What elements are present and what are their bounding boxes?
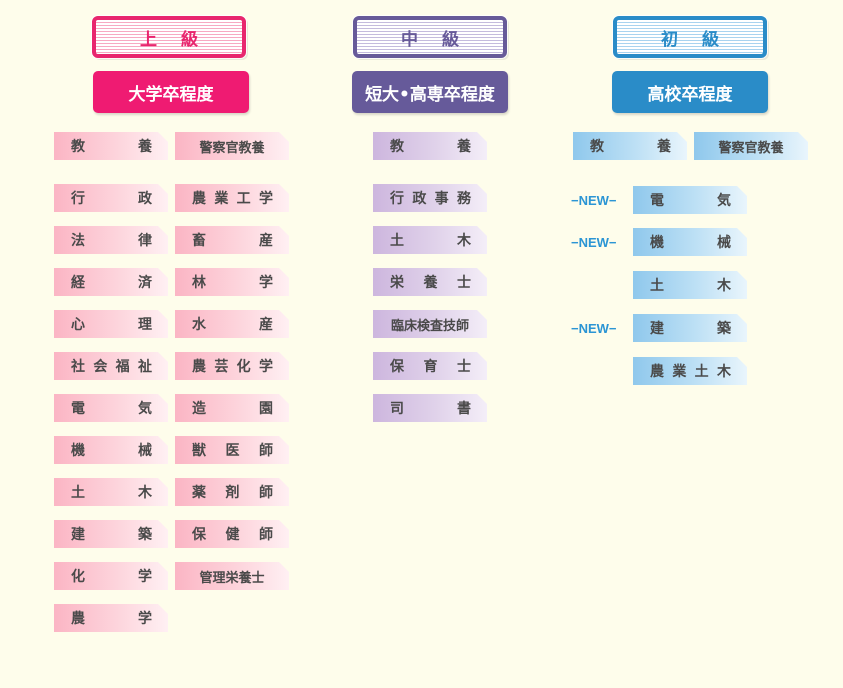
subject-tag-label: 土木: [650, 278, 731, 294]
subject-tag-label: 電気: [650, 193, 731, 209]
subject-tag: 農業土木: [633, 357, 747, 385]
new-badge: −NEW−: [571, 320, 617, 336]
level-badge-lower: 初級: [613, 16, 767, 58]
subject-tag: 社会福祉: [54, 352, 168, 380]
subject-tag-label: 教養: [590, 139, 671, 155]
subject-tag: 土木: [373, 226, 487, 254]
subject-tag-label: 造園: [192, 401, 273, 417]
subject-tag-label: 教養: [71, 139, 152, 155]
education-label-lower: 高校卒程度: [647, 84, 733, 105]
subject-tag-label: 保健師: [192, 527, 273, 543]
level-label-middle: 中級: [401, 29, 483, 50]
subject-tag-label: 畜産: [192, 233, 273, 249]
subject-tag: 保健師: [175, 520, 289, 548]
subject-tag-label: 土木: [390, 233, 471, 249]
level-label-lower: 初級: [661, 29, 743, 50]
subject-tag: 管理栄養士: [175, 562, 289, 590]
subject-tag: 臨床検査技師: [373, 310, 487, 338]
subject-tag: 行政事務: [373, 184, 487, 212]
subject-tag: 教養: [54, 132, 168, 160]
subject-tag: 水産: [175, 310, 289, 338]
subject-tag-label: 臨床検査技師: [390, 318, 469, 334]
education-label-middle: 短大•高専卒程度: [365, 84, 495, 105]
subject-tag: 農業工学: [175, 184, 289, 212]
subject-tag-label: 建築: [71, 527, 152, 543]
subject-tag: 土木: [54, 478, 168, 506]
subject-tag-label: 社会福祉: [71, 359, 152, 375]
education-badge-lower: 高校卒程度: [612, 71, 768, 113]
new-badge: −NEW−: [571, 192, 617, 208]
subject-tag-label: 薬剤師: [192, 485, 273, 501]
subject-tag-label: 林学: [192, 275, 273, 291]
subject-tag: 電気: [633, 186, 747, 214]
new-badge: −NEW−: [571, 234, 617, 250]
subject-tag-label: 保育士: [390, 359, 471, 375]
subject-tag-label: 農芸化学: [192, 359, 273, 375]
subject-tag: 化学: [54, 562, 168, 590]
subject-tag: 獣医師: [175, 436, 289, 464]
subject-tag: 機械: [54, 436, 168, 464]
subject-tag: 行政: [54, 184, 168, 212]
subject-tag-label: 教養: [390, 139, 471, 155]
subject-tag: 建築: [54, 520, 168, 548]
education-badge-middle: 短大•高専卒程度: [352, 71, 508, 113]
subject-tag: 機械: [633, 228, 747, 256]
subject-tag: 農学: [54, 604, 168, 632]
subject-tag: 畜産: [175, 226, 289, 254]
subject-tag-label: 心理: [71, 317, 152, 333]
subject-tag-label: 法律: [71, 233, 152, 249]
subject-tag-label: 建築: [650, 321, 731, 337]
subject-tag: 法律: [54, 226, 168, 254]
subject-tag-label: 管理栄養士: [199, 570, 265, 586]
subject-tag-label: 電気: [71, 401, 152, 417]
subject-tag: 教養: [573, 132, 687, 160]
subject-tag-label: 農業工学: [192, 191, 273, 207]
subject-tag: 薬剤師: [175, 478, 289, 506]
subject-tag-label: 獣医師: [192, 443, 273, 459]
subject-tag: 警察官教養: [694, 132, 808, 160]
subject-tag-label: 土木: [71, 485, 152, 501]
subject-tag-label: 経済: [71, 275, 152, 291]
subject-tag: 保育士: [373, 352, 487, 380]
education-label-upper: 大学卒程度: [128, 84, 214, 105]
subject-tag: 林学: [175, 268, 289, 296]
subject-tag-label: 栄養士: [390, 275, 471, 291]
subject-tag: 心理: [54, 310, 168, 338]
subject-tag-label: 司書: [390, 401, 471, 417]
subject-tag-label: 行政: [71, 191, 152, 207]
subject-tag-label: 水産: [192, 317, 273, 333]
subject-tag: 司書: [373, 394, 487, 422]
subject-tag-label: 機械: [71, 443, 152, 459]
subject-tag-label: 農業土木: [650, 364, 731, 380]
level-label-upper: 上級: [140, 29, 222, 50]
subject-tag-label: 行政事務: [390, 191, 471, 207]
subject-tag: 経済: [54, 268, 168, 296]
subject-tag: 造園: [175, 394, 289, 422]
subject-tag: 建築: [633, 314, 747, 342]
subject-tag: 栄養士: [373, 268, 487, 296]
subject-tag-label: 化学: [71, 569, 152, 585]
subject-tag-label: 警察官教養: [199, 140, 265, 156]
subject-tag: 電気: [54, 394, 168, 422]
level-badge-upper: 上級: [92, 16, 246, 58]
level-badge-middle: 中級: [353, 16, 507, 58]
education-badge-upper: 大学卒程度: [93, 71, 249, 113]
subject-tag: 土木: [633, 271, 747, 299]
subject-tag: 教養: [373, 132, 487, 160]
subject-tag-label: 農学: [71, 611, 152, 627]
subject-tag: 農芸化学: [175, 352, 289, 380]
subject-tag-label: 機械: [650, 235, 731, 251]
subject-tag-label: 警察官教養: [718, 140, 784, 156]
subject-tag: 警察官教養: [175, 132, 289, 160]
